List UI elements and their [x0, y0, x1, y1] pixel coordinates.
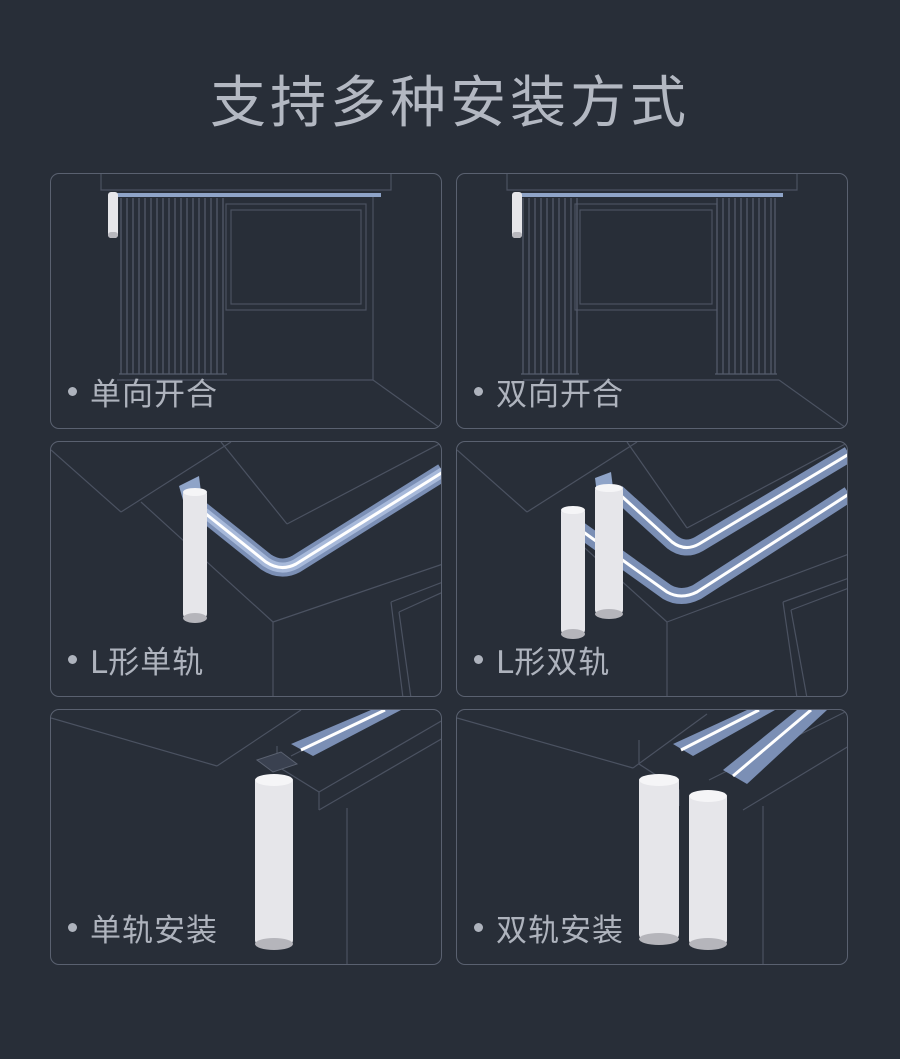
card-label: 双向开合 — [474, 369, 624, 414]
card-label-text: 单向开合 — [90, 377, 218, 413]
card-label: 单向开合 — [68, 369, 218, 414]
card-label-text: 双轨安装 — [496, 913, 624, 949]
single-rail-install-illustration — [51, 710, 441, 964]
card-label: L形双轨 — [474, 637, 610, 682]
card-single-rail-install: 单轨安装 — [50, 709, 442, 965]
l-double-rail-illustration — [457, 442, 847, 696]
card-single-direction: 单向开合 — [50, 173, 442, 429]
card-l-double-rail: L形双轨 — [456, 441, 848, 697]
bullet-dot — [474, 923, 483, 932]
bullet-dot — [474, 655, 483, 664]
card-label: L形单轨 — [68, 637, 204, 682]
double-rail-install-illustration — [457, 710, 847, 964]
bullet-dot — [68, 655, 77, 664]
single-direction-illustration — [100, 174, 441, 428]
bullet-dot — [474, 387, 483, 396]
card-label: 双轨安装 — [474, 905, 624, 950]
bullet-dot — [68, 387, 77, 396]
card-label-text: 单轨安装 — [90, 913, 218, 949]
card-label-text: 双向开合 — [496, 377, 624, 413]
card-label-text: L形单轨 — [90, 645, 205, 681]
card-double-direction: 双向开合 — [456, 173, 848, 429]
double-direction-illustration — [506, 174, 847, 428]
bullet-dot — [68, 923, 77, 932]
card-double-rail-install: 双轨安装 — [456, 709, 848, 965]
card-l-single-rail: L形单轨 — [50, 441, 442, 697]
card-label: 单轨安装 — [68, 905, 218, 950]
page-title: 支持多种安装方式 — [210, 71, 690, 136]
card-label-text: L形双轨 — [496, 645, 611, 681]
l-single-rail-illustration — [51, 442, 441, 696]
